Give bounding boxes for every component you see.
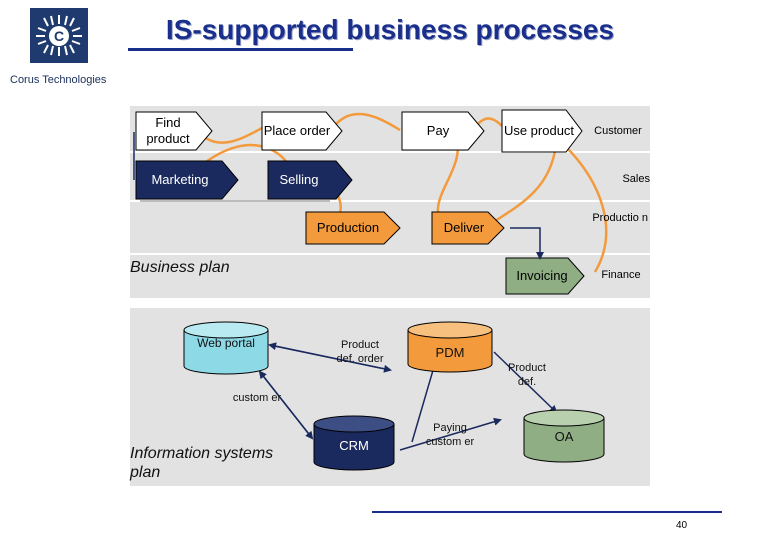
deliver-step xyxy=(431,211,505,245)
system-connectors xyxy=(258,342,558,451)
oa-label: OA xyxy=(554,429,574,444)
logo-letter: C xyxy=(54,28,64,44)
process-chevrons xyxy=(135,109,585,295)
crm-db xyxy=(313,415,395,471)
page-title: IS-supported business processes xyxy=(165,14,615,45)
marketing-label: Marketing xyxy=(151,172,209,187)
navy-connectors xyxy=(133,132,544,260)
lane-sales: Sales xyxy=(622,173,650,185)
information-systems-plan-label: Information systems plan xyxy=(130,445,274,481)
deliver-label: Deliver xyxy=(443,220,485,235)
logo-icon: C xyxy=(36,15,82,56)
use-product-step xyxy=(501,109,583,153)
pdm-db xyxy=(407,321,493,373)
find-product-label: Find product xyxy=(146,115,190,146)
web-portal-label: Web portal xyxy=(197,336,255,350)
pay-step xyxy=(401,111,485,151)
business-plan-label: Business plan xyxy=(130,259,230,276)
invoicing-label: Invoicing xyxy=(516,268,568,283)
paying-customer-label: Paying custom er xyxy=(425,422,475,448)
find-product-step xyxy=(135,111,213,151)
page-number: 40 xyxy=(676,520,688,531)
oa-db xyxy=(523,409,605,463)
system-databases xyxy=(183,321,605,471)
footer-line xyxy=(372,511,722,513)
customer-flow-label: custom er xyxy=(232,392,282,404)
lane-finance: Finance xyxy=(601,269,641,281)
production-step xyxy=(305,211,401,245)
invoicing-step xyxy=(505,257,585,295)
marketing-step xyxy=(135,160,239,200)
pdm-label: PDM xyxy=(435,345,465,360)
place-order-label: Place order xyxy=(263,123,331,138)
web-portal-db xyxy=(183,321,269,375)
selling-label: Selling xyxy=(279,172,319,187)
company-name: Corus Technologies xyxy=(10,74,107,86)
production-label: Production xyxy=(316,220,380,235)
product-def-label: Product def. xyxy=(508,362,546,388)
lane-production: Productio n xyxy=(592,212,648,224)
use-product-label: Use product xyxy=(503,123,575,138)
company-logo: C xyxy=(30,8,88,63)
crm-label: CRM xyxy=(339,438,369,453)
lane-customer: Customer xyxy=(594,125,642,137)
pay-label: Pay xyxy=(426,123,450,138)
title-underline xyxy=(128,48,353,51)
selling-step xyxy=(267,160,353,200)
place-order-step xyxy=(261,111,343,151)
product-def-order-label: Product def. order xyxy=(336,339,384,365)
